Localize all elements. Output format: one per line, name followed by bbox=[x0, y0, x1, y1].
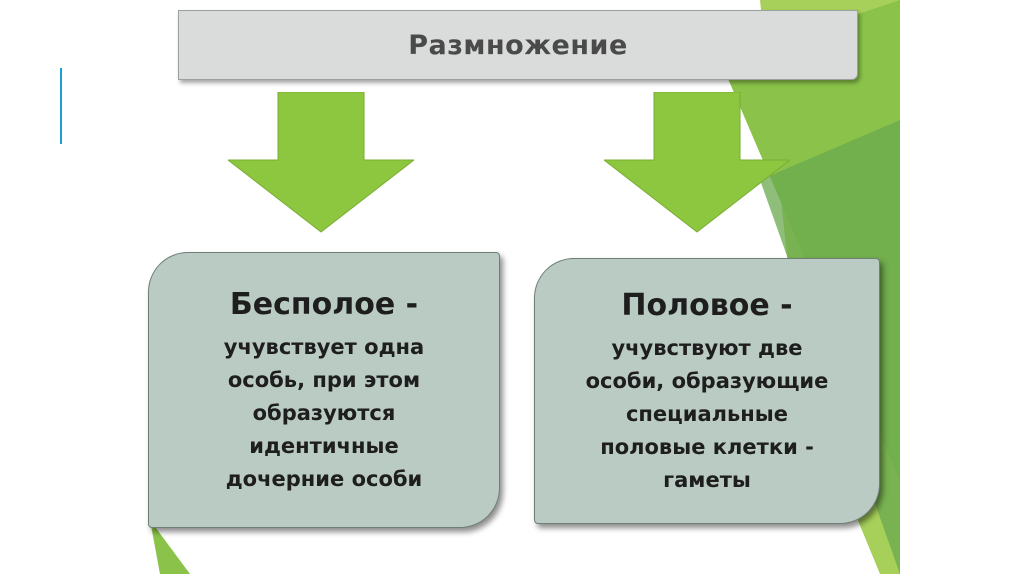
sexual-reproduction-box: Половое - учувствуют две особи, образующ… bbox=[534, 258, 880, 524]
asexual-line-3: образуются bbox=[252, 400, 396, 425]
asexual-line-5: дочерние особи bbox=[225, 466, 423, 491]
sexual-description: учувствуют две особи, образующие специал… bbox=[586, 332, 829, 497]
sexual-heading: Половое - bbox=[621, 287, 793, 323]
sexual-line-4: половые клетки - bbox=[600, 434, 814, 459]
sexual-line-1: учувствуют две bbox=[611, 335, 803, 360]
asexual-heading: Бесполое - bbox=[229, 286, 419, 322]
diagram-title: Размножение bbox=[408, 29, 628, 61]
asexual-line-1: учувствует одна bbox=[223, 334, 425, 359]
decor-white-panel-right bbox=[900, 0, 1024, 574]
sexual-line-2: особи, образующие bbox=[585, 368, 829, 393]
asexual-description: учувствует одна особь, при этом образуют… bbox=[224, 331, 424, 496]
decor-green-corner-bottom-left bbox=[150, 520, 190, 574]
asexual-line-4: идентичные bbox=[249, 433, 399, 458]
arrow-down-right-icon bbox=[604, 92, 790, 233]
decor-white-panel-left bbox=[0, 0, 125, 574]
asexual-line-2: особь, при этом bbox=[227, 367, 421, 392]
sexual-line-3: специальные bbox=[625, 401, 789, 426]
arrow-down-left-icon bbox=[228, 92, 414, 233]
title-box: Размножение bbox=[178, 10, 858, 80]
asexual-reproduction-box: Бесполое - учувствует одна особь, при эт… bbox=[148, 252, 500, 528]
sexual-line-5: гаметы bbox=[663, 467, 751, 492]
accent-line bbox=[60, 68, 62, 144]
